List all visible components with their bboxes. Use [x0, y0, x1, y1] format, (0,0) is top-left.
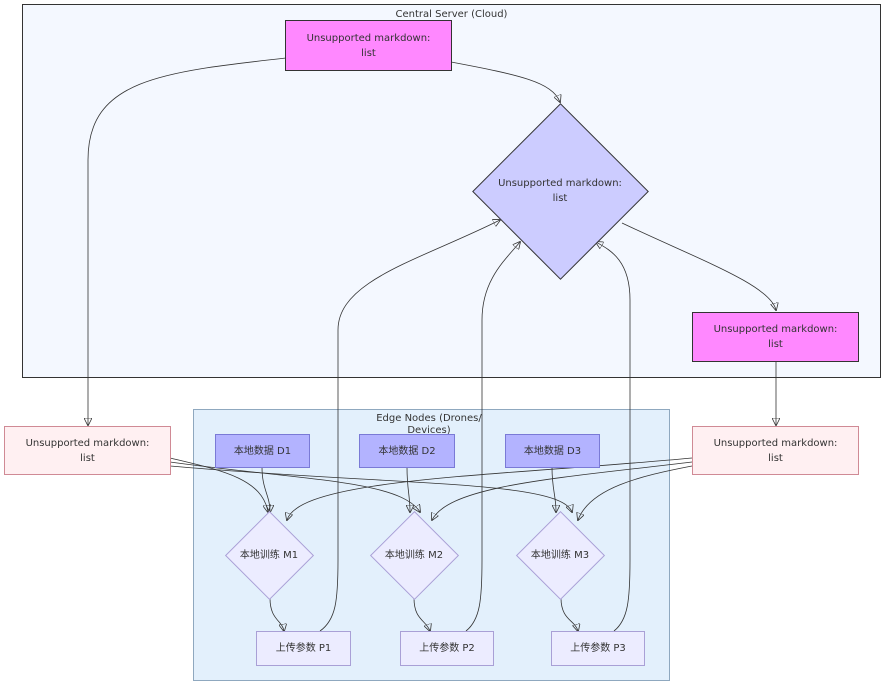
- broadcast-left-line2: list: [80, 452, 95, 464]
- broadcast-left-node: Unsupported markdown: list: [4, 426, 171, 475]
- local-train-m1: 本地训练 M1: [223, 510, 315, 600]
- server-aggregate-line2: list: [361, 47, 376, 59]
- local-data-d1: 本地数据 D1: [215, 434, 310, 468]
- upload-p2: 上传参数 P2: [400, 631, 494, 666]
- edge-nodes-title-text: Edge Nodes (Drones/ Devices): [376, 413, 482, 436]
- server-global-model-line1: Unsupported markdown:: [713, 324, 838, 335]
- server-aggregate-line1: Unsupported markdown:: [306, 32, 431, 44]
- local-train-m3: 本地训练 M3: [514, 510, 606, 600]
- local-train-m3-label: 本地训练 M3: [530, 549, 590, 561]
- local-data-d3: 本地数据 D3: [505, 434, 600, 468]
- server-decision-text: Unsupported markdown: list: [498, 176, 622, 206]
- broadcast-right-line1: Unsupported markdown:: [713, 437, 838, 449]
- broadcast-right-node: Unsupported markdown: list: [692, 426, 859, 475]
- server-decision-line1: Unsupported markdown:: [498, 178, 622, 189]
- local-data-d2: 本地数据 D2: [359, 434, 455, 468]
- server-decision-node: Unsupported markdown: list: [471, 102, 649, 280]
- upload-p1: 上传参数 P1: [256, 631, 351, 666]
- local-train-m2-label: 本地训练 M2: [384, 549, 444, 561]
- central-server-title: Central Server (Cloud): [395, 9, 508, 20]
- broadcast-right-line2: list: [768, 452, 783, 464]
- local-train-m2: 本地训练 M2: [368, 510, 460, 600]
- upload-p3: 上传参数 P3: [551, 631, 645, 666]
- broadcast-left-line1: Unsupported markdown:: [25, 437, 150, 449]
- local-train-m1-label: 本地训练 M1: [239, 549, 299, 561]
- server-aggregate-node: Unsupported markdown: list: [285, 20, 452, 71]
- server-global-model-line2: list: [768, 339, 783, 350]
- server-decision-line2: list: [552, 193, 568, 204]
- server-global-model-node: Unsupported markdown: list: [692, 312, 859, 362]
